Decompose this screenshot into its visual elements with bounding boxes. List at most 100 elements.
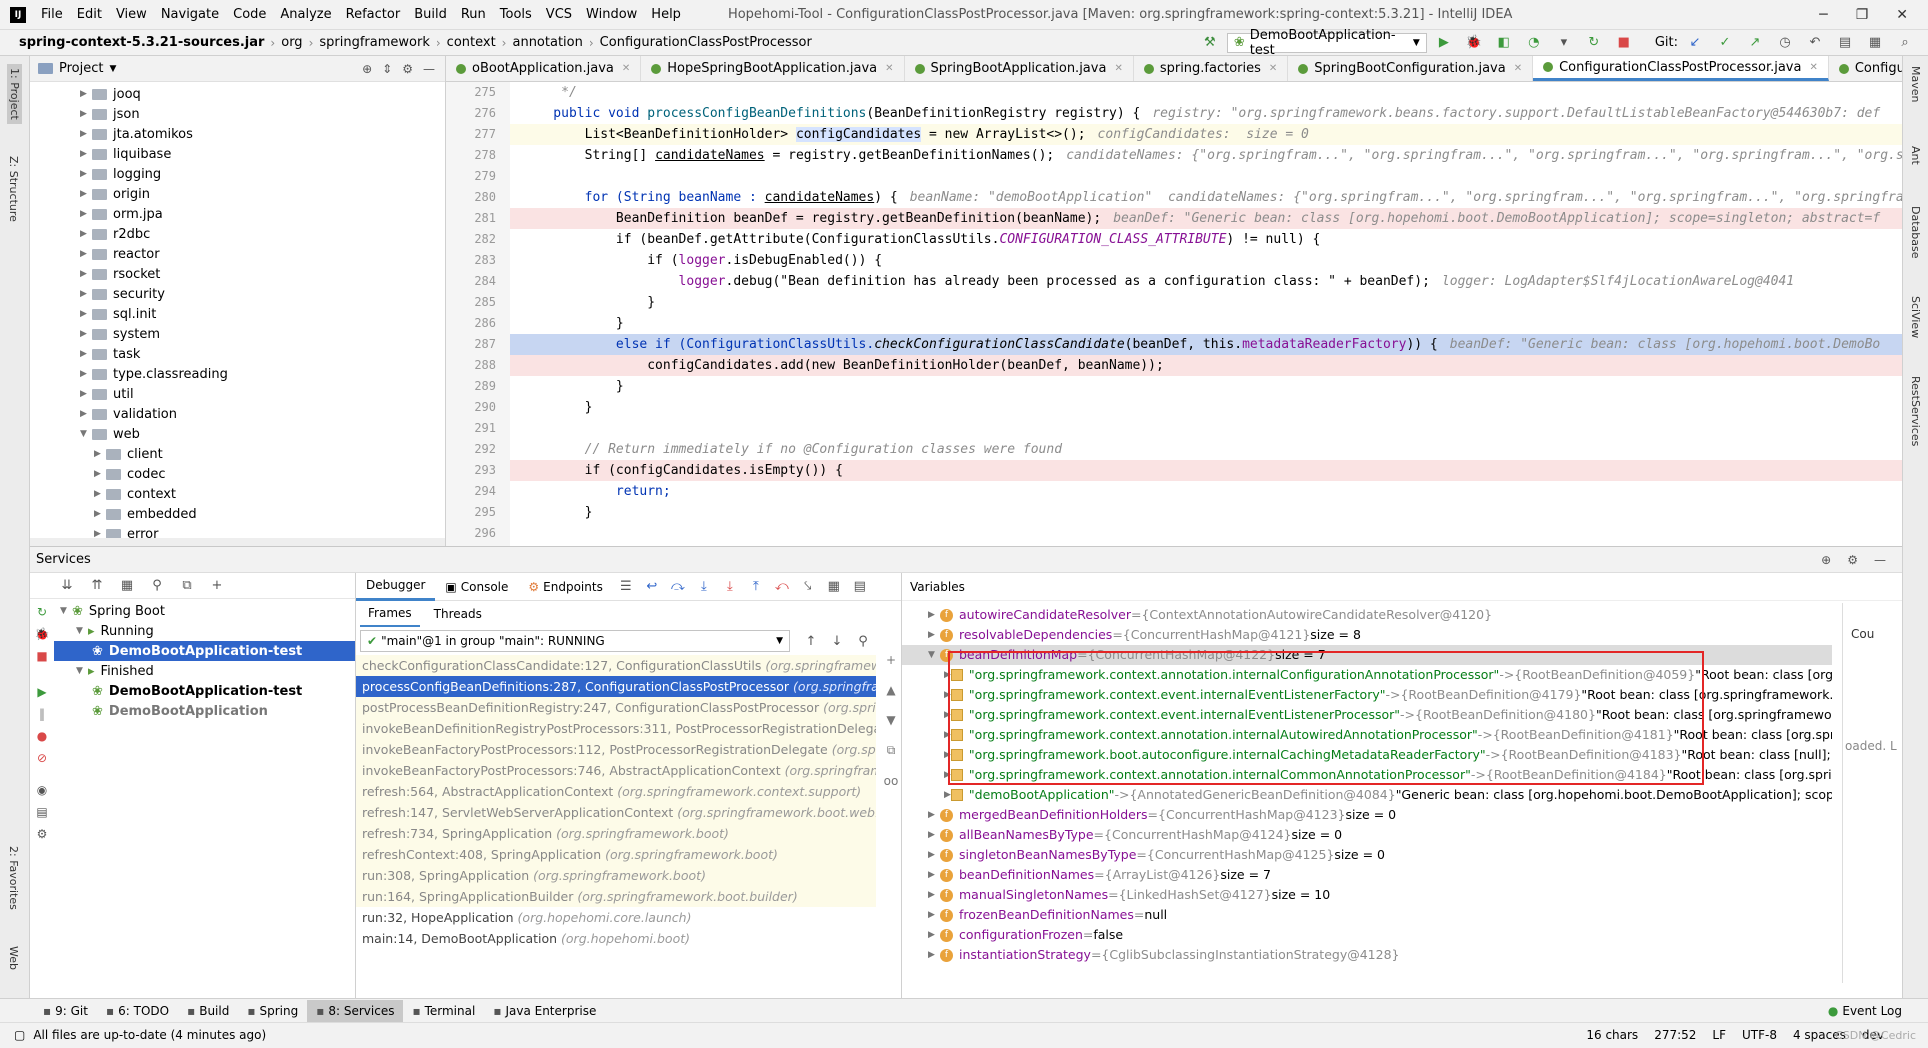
project-tree-item[interactable]: ▶error: [30, 524, 445, 544]
editor-tab[interactable]: ConfigurationClassUtils.java✕: [1829, 56, 1902, 81]
chevron-right-icon[interactable]: ▶: [928, 610, 935, 620]
editor-tab[interactable]: HopeSpringBootApplication.java✕: [641, 56, 905, 81]
pause-icon[interactable]: ‖: [39, 707, 45, 721]
chevron-right-icon[interactable]: ▶: [944, 750, 951, 760]
project-tree-item[interactable]: ▶r2dbc: [30, 224, 445, 244]
project-tree-item[interactable]: ▶type.classreading: [30, 364, 445, 384]
mute-breakpoints-icon[interactable]: ⊘: [36, 751, 48, 765]
chevron-right-icon[interactable]: ▶: [80, 289, 87, 299]
gear-icon[interactable]: ⚙: [402, 61, 413, 76]
stack-frame[interactable]: run:32, HopeApplication (org.hopehomi.co…: [356, 907, 876, 928]
breadcrumb-item[interactable]: annotation: [512, 35, 583, 50]
editor-tab[interactable]: SpringBootApplication.java✕: [905, 56, 1134, 81]
service-item[interactable]: ▼▸Running: [54, 621, 355, 641]
run-to-cursor-icon[interactable]: ⤥: [804, 579, 812, 594]
line-separator[interactable]: LF: [1712, 1028, 1726, 1042]
menu-item-tools[interactable]: Tools: [499, 7, 532, 22]
service-item[interactable]: ▼▸Finished: [54, 661, 355, 681]
chevron-right-icon[interactable]: ▶: [944, 730, 951, 740]
gear-icon[interactable]: ⚙: [1847, 552, 1858, 567]
variable-row[interactable]: ▶"demoBootApplication" -> {AnnotatedGene…: [902, 785, 1832, 805]
project-tree-item[interactable]: ▶sql.init: [30, 304, 445, 324]
add-watch-icon[interactable]: +: [885, 653, 897, 667]
minimize-button[interactable]: ─: [1819, 6, 1828, 23]
chevron-right-icon[interactable]: ▶: [80, 129, 87, 139]
chevron-right-icon[interactable]: ▶: [80, 89, 87, 99]
rerun-icon[interactable]: ↻: [36, 605, 48, 619]
breadcrumb-item[interactable]: ConfigurationClassPostProcessor: [599, 35, 812, 50]
web-tool-tab[interactable]: Web: [7, 946, 20, 970]
bottom-tab[interactable]: ▪Spring: [238, 1000, 307, 1022]
menu-item-code[interactable]: Code: [233, 7, 267, 22]
close-icon[interactable]: ✕: [885, 63, 894, 74]
stop-icon[interactable]: ■: [1617, 35, 1630, 50]
restservices-tool-tab[interactable]: RestServices: [1909, 376, 1922, 447]
run-config-selector[interactable]: ❀ DemoBootApplication-test ▼: [1226, 28, 1427, 58]
chevron-right-icon[interactable]: ▶: [80, 349, 87, 359]
project-tree-item[interactable]: ▶logging: [30, 164, 445, 184]
stack-frame[interactable]: refresh:734, SpringApplication (org.spri…: [356, 823, 876, 844]
hide-icon[interactable]: —: [423, 61, 435, 76]
stack-frame[interactable]: processConfigBeanDefinitions:287, Config…: [356, 676, 876, 697]
breadcrumb-item[interactable]: context: [446, 35, 496, 50]
editor-tab[interactable]: oBootApplication.java✕: [446, 56, 642, 81]
close-icon[interactable]: ✕: [1513, 63, 1523, 74]
chevron-right-icon[interactable]: ▶: [944, 670, 951, 680]
chevron-down-icon[interactable]: ▼: [109, 63, 117, 74]
chevron-right-icon[interactable]: ▶: [928, 950, 935, 960]
chevron-down-icon[interactable]: ▼: [76, 666, 83, 676]
bottom-tab[interactable]: ▪Build: [178, 1000, 238, 1022]
chevron-right-icon[interactable]: ▶: [80, 249, 87, 259]
more-run-icon[interactable]: ▾: [1560, 35, 1568, 50]
project-tree-item[interactable]: ▶rsocket: [30, 264, 445, 284]
sciview-tool-tab[interactable]: SciView: [1909, 296, 1922, 339]
chevron-right-icon[interactable]: ▶: [80, 269, 87, 279]
debug-icon[interactable]: 🐞: [1465, 35, 1482, 50]
chevron-right-icon[interactable]: ▶: [928, 830, 935, 840]
thread-selector[interactable]: ✔ "main"@1 in group "main": RUNNING ▼: [360, 630, 790, 652]
chevron-right-icon[interactable]: ▶: [80, 189, 87, 199]
chevron-right-icon[interactable]: ▶: [80, 169, 87, 179]
stop-icon[interactable]: ■: [36, 649, 48, 663]
database-tool-tab[interactable]: Database: [1909, 206, 1922, 259]
menu-item-navigate[interactable]: Navigate: [160, 7, 220, 22]
project-tree-item[interactable]: ▶origin: [30, 184, 445, 204]
project-scrollbar[interactable]: [30, 538, 445, 546]
maven-tool-tab[interactable]: Maven: [1909, 66, 1922, 103]
project-tree-item[interactable]: ▶util: [30, 384, 445, 404]
bottom-tab[interactable]: ▪9: Git: [34, 1000, 97, 1022]
project-tree-item[interactable]: ▶validation: [30, 404, 445, 424]
chevron-down-icon[interactable]: ▼: [60, 606, 67, 616]
group-icon[interactable]: ▦: [120, 578, 134, 593]
menu-item-refactor[interactable]: Refactor: [345, 7, 401, 22]
service-item[interactable]: ▼❀Spring Boot: [54, 601, 355, 621]
editor-tab[interactable]: SpringBootConfiguration.java✕: [1288, 56, 1534, 81]
evaluate-icon[interactable]: ▦: [827, 579, 840, 594]
chevron-down-icon[interactable]: ▼: [76, 626, 83, 636]
project-structure-icon[interactable]: ▦: [1868, 35, 1882, 50]
copy-icon[interactable]: ⧉: [886, 743, 896, 757]
resume-icon[interactable]: ▶: [37, 685, 47, 699]
glasses-icon[interactable]: oo: [883, 774, 899, 788]
show-execution-point-icon[interactable]: ↩: [646, 579, 658, 594]
camera-icon[interactable]: ◉: [36, 783, 48, 797]
project-tree-item[interactable]: ▶client: [30, 444, 445, 464]
service-item[interactable]: ❀DemoBootApplication-test: [54, 641, 355, 661]
tab-threads[interactable]: Threads: [433, 607, 482, 621]
tab-debugger[interactable]: Debugger: [356, 573, 436, 601]
trace-icon[interactable]: ▤: [853, 579, 866, 594]
tab-console[interactable]: ▣Console: [445, 579, 509, 594]
layout-icon[interactable]: ▤: [36, 805, 48, 819]
profile-icon[interactable]: ◔: [1528, 35, 1540, 50]
variable-row[interactable]: ▶"org.springframework.boot.autoconfigure…: [902, 745, 1832, 765]
filter-icon[interactable]: ⚲: [858, 633, 868, 649]
menu-item-vcs[interactable]: VCS: [545, 7, 573, 22]
project-tree-item[interactable]: ▶codec: [30, 464, 445, 484]
close-icon[interactable]: ✕: [621, 63, 631, 74]
stack-frame[interactable]: run:308, SpringApplication (org.springfr…: [356, 865, 876, 886]
collapse-all-icon[interactable]: ⇕: [382, 61, 393, 76]
close-icon[interactable]: ✕: [1114, 63, 1123, 74]
